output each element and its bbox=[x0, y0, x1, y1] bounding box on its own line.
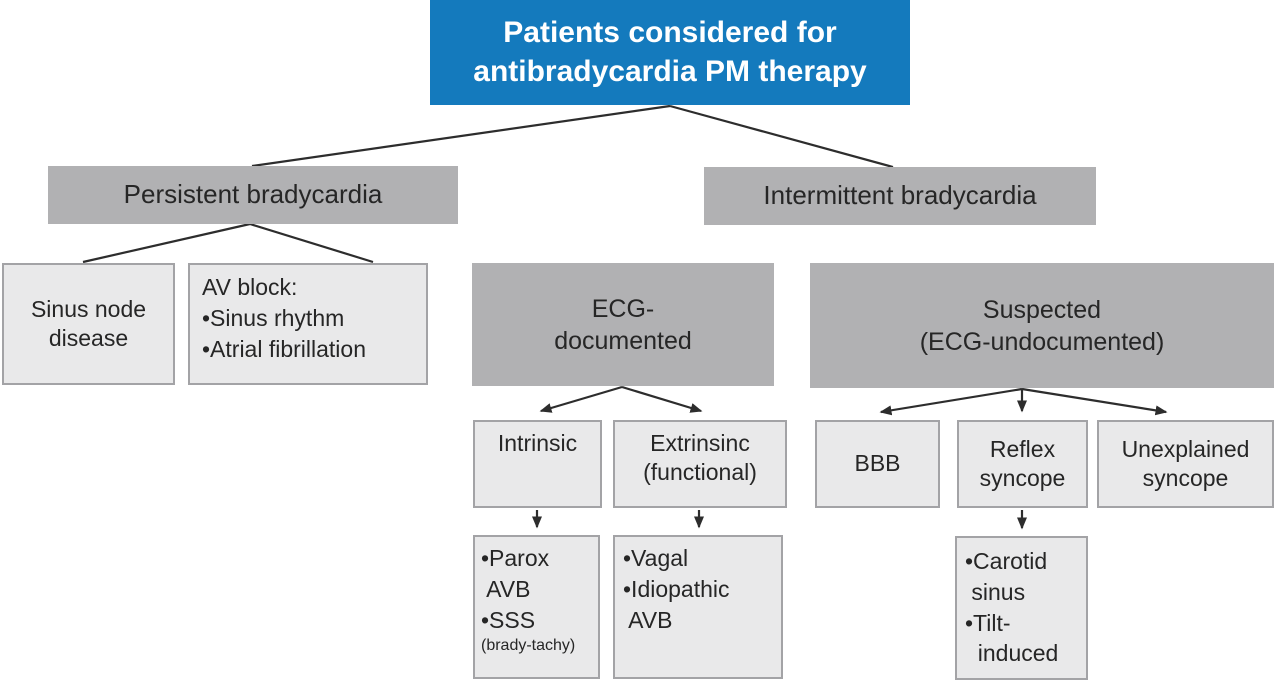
node-label: Unexplained syncope bbox=[1121, 435, 1250, 491]
node-extrinsic-functional: Extrinsinc (functional) bbox=[613, 420, 787, 508]
node-parox-avb-sss: •Parox AVB •SSS (brady-tachy) bbox=[473, 535, 600, 679]
node-label: Extrinsinc (functional) bbox=[643, 430, 757, 486]
edge-ecg_documented-to-intrinsic bbox=[539, 385, 623, 413]
node-intermittent-bradycardia: Intermittent bradycardia bbox=[704, 167, 1096, 225]
edge-persistent-to-av_block bbox=[249, 222, 374, 264]
node-label: •Vagal •Idiopathic AVB bbox=[623, 545, 730, 633]
edge-root-to-persistent bbox=[251, 104, 671, 168]
node-sinus-node-disease: Sinus node disease bbox=[2, 263, 175, 385]
node-note-brady-tachy: (brady-tachy) bbox=[481, 637, 576, 655]
node-carotid-sinus-tilt-induced: •Carotid sinus •Tilt- induced bbox=[955, 536, 1088, 680]
node-label: Sinus node disease bbox=[30, 295, 147, 351]
node-bbb: BBB bbox=[815, 420, 940, 508]
edge-suspected-to-bbb bbox=[879, 387, 1023, 416]
edge-ecg_documented-to-extrinsic bbox=[621, 385, 703, 413]
node-label: ECG- documented bbox=[554, 294, 692, 355]
node-reflex-syncope: Reflex syncope bbox=[957, 420, 1088, 508]
edge-suspected-to-unexplained_syncope bbox=[1021, 387, 1168, 416]
node-label: Persistent bradycardia bbox=[123, 179, 383, 210]
edge-persistent-to-sinus_node bbox=[82, 222, 251, 264]
node-label: •Carotid sinus •Tilt- induced bbox=[965, 548, 1059, 667]
edge-group bbox=[82, 104, 1168, 530]
node-intrinsic: Intrinsic bbox=[473, 420, 602, 508]
node-label: Reflex syncope bbox=[979, 435, 1066, 491]
node-unexplained-syncope: Unexplained syncope bbox=[1097, 420, 1274, 508]
node-vagal-idiopathic-avb: •Vagal •Idiopathic AVB bbox=[613, 535, 783, 679]
node-label: Suspected (ECG-undocumented) bbox=[919, 295, 1165, 356]
edge-root-to-intermittent bbox=[669, 104, 894, 169]
node-label: Patients considered for antibradycardia … bbox=[473, 16, 867, 88]
node-label: BBB bbox=[854, 450, 901, 477]
node-persistent-bradycardia: Persistent bradycardia bbox=[48, 166, 458, 224]
node-suspected-ecg-undocumented: Suspected (ECG-undocumented) bbox=[810, 263, 1274, 388]
node-av-block: AV block: •Sinus rhythm •Atrial fibrilla… bbox=[188, 263, 428, 385]
node-label: Intrinsic bbox=[497, 430, 578, 456]
node-label: Intermittent bradycardia bbox=[763, 180, 1037, 211]
node-ecg-documented: ECG- documented bbox=[472, 263, 774, 386]
node-label: •Parox AVB •SSS (brady-tachy) bbox=[481, 543, 575, 657]
node-patients-considered-for-pm-therapy: Patients considered for antibradycardia … bbox=[430, 0, 910, 105]
node-label: AV block: •Sinus rhythm •Atrial fibrilla… bbox=[202, 274, 366, 362]
node-main-text: •Parox AVB •SSS bbox=[481, 545, 550, 633]
